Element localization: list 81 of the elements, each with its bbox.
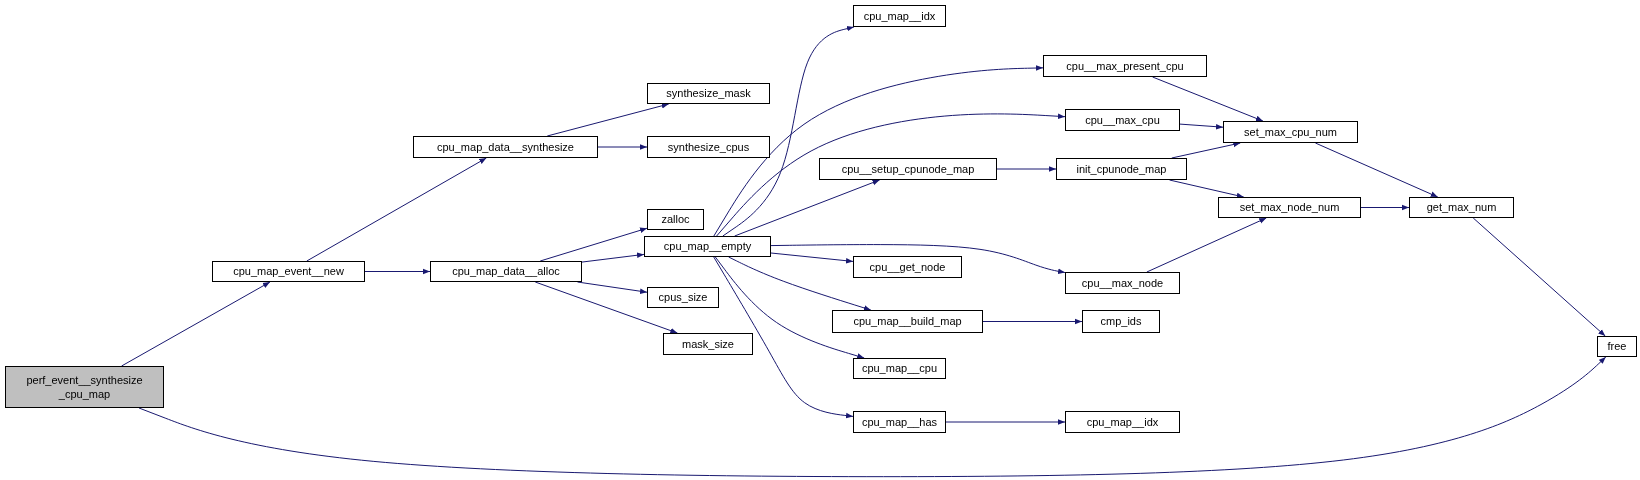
- arrow: [714, 256, 865, 359]
- function-name: cpu_map__idx: [1086, 414, 1159, 430]
- function-box: [647, 136, 770, 158]
- arrow: [722, 25, 855, 237]
- function-name: synthesize_cpus: [667, 139, 750, 155]
- arrow: [539, 227, 648, 262]
- arrow: [770, 244, 1066, 275]
- function-name: cpu_map__idx: [863, 8, 936, 24]
- arrow: [581, 252, 645, 263]
- function-name: set_max_node_num: [1239, 200, 1340, 215]
- function-name: free: [1607, 339, 1627, 354]
- function-box: [430, 261, 582, 282]
- function-box: [853, 5, 946, 27]
- arrow: [716, 113, 1066, 237]
- function-box: [1056, 158, 1187, 180]
- function-box: [1597, 336, 1637, 357]
- function-name: synthesize_mask: [666, 86, 751, 101]
- arrow: [1171, 141, 1241, 159]
- function-name: perf_event__synthesize _cpu_map: [25, 372, 144, 402]
- arrow: [546, 103, 670, 137]
- function-name: zalloc: [661, 212, 690, 227]
- function-box: [853, 256, 962, 278]
- function-name: cpu__max_node: [1081, 275, 1164, 291]
- arrow: [982, 318, 1083, 325]
- function-box: [647, 287, 719, 308]
- arrow: [1146, 217, 1267, 273]
- function-name: cpu_map_data__alloc: [452, 264, 560, 279]
- function-name: set_max_cpu_num: [1244, 124, 1337, 140]
- function-name: cpus_size: [658, 290, 708, 305]
- arrow: [734, 179, 881, 237]
- function-name: cpu__setup_cpunode_map: [841, 161, 975, 177]
- function-name: get_max_num: [1426, 200, 1497, 215]
- function-box: [663, 333, 753, 355]
- arrow: [945, 419, 1066, 425]
- arrow: [138, 356, 1607, 478]
- function-name: cpu_map__has: [861, 414, 938, 430]
- function-name: cpu_map__cpu: [861, 361, 938, 376]
- arrow: [1472, 217, 1606, 337]
- arrow: [770, 252, 854, 264]
- function-box: [853, 411, 946, 433]
- function-name: cpu_map_data__synthesize: [437, 139, 574, 155]
- function-box: [647, 83, 770, 104]
- function-box: [647, 209, 704, 230]
- function-name: cpu_map__build_map: [853, 314, 962, 329]
- arrow: [713, 256, 854, 419]
- arrow: [1169, 179, 1245, 199]
- function-name: cpu__max_present_cpu: [1066, 58, 1184, 74]
- arrow: [728, 256, 872, 311]
- arrow: [534, 281, 678, 334]
- function-box: [1065, 272, 1180, 294]
- function-name: cpu_map_event__new: [233, 264, 344, 279]
- function-name: cpu__get_node: [869, 259, 946, 275]
- function-name: cpu_map__empty: [663, 239, 752, 254]
- function-box: [1043, 55, 1207, 77]
- function-box: [1218, 197, 1361, 218]
- arrow: [1152, 76, 1264, 122]
- arrow: [597, 144, 648, 150]
- function-box: [413, 136, 598, 158]
- function-name: mask_size: [682, 336, 734, 352]
- arrow: [364, 268, 431, 275]
- arrow: [996, 166, 1057, 172]
- arrow: [713, 65, 1044, 237]
- function-box: [1082, 310, 1160, 333]
- function-name: cmp_ids: [1100, 314, 1142, 329]
- arrow: [1360, 204, 1410, 211]
- function-box: [853, 358, 946, 379]
- function-box: [832, 310, 983, 333]
- function-box: [1409, 197, 1514, 218]
- function-box: [644, 236, 771, 257]
- function-box: [1223, 121, 1358, 143]
- function-box: [1065, 411, 1180, 433]
- arrow: [1314, 142, 1439, 198]
- function-name: init_cpunode_map: [1076, 161, 1167, 177]
- arrow: [1179, 123, 1224, 130]
- function-box: [1065, 109, 1180, 131]
- arrow: [121, 281, 271, 367]
- function-box: [5, 366, 164, 408]
- function-box: [819, 158, 997, 180]
- function-box: [212, 261, 365, 282]
- arrow: [306, 157, 487, 262]
- function-name: cpu__max_cpu: [1085, 112, 1160, 128]
